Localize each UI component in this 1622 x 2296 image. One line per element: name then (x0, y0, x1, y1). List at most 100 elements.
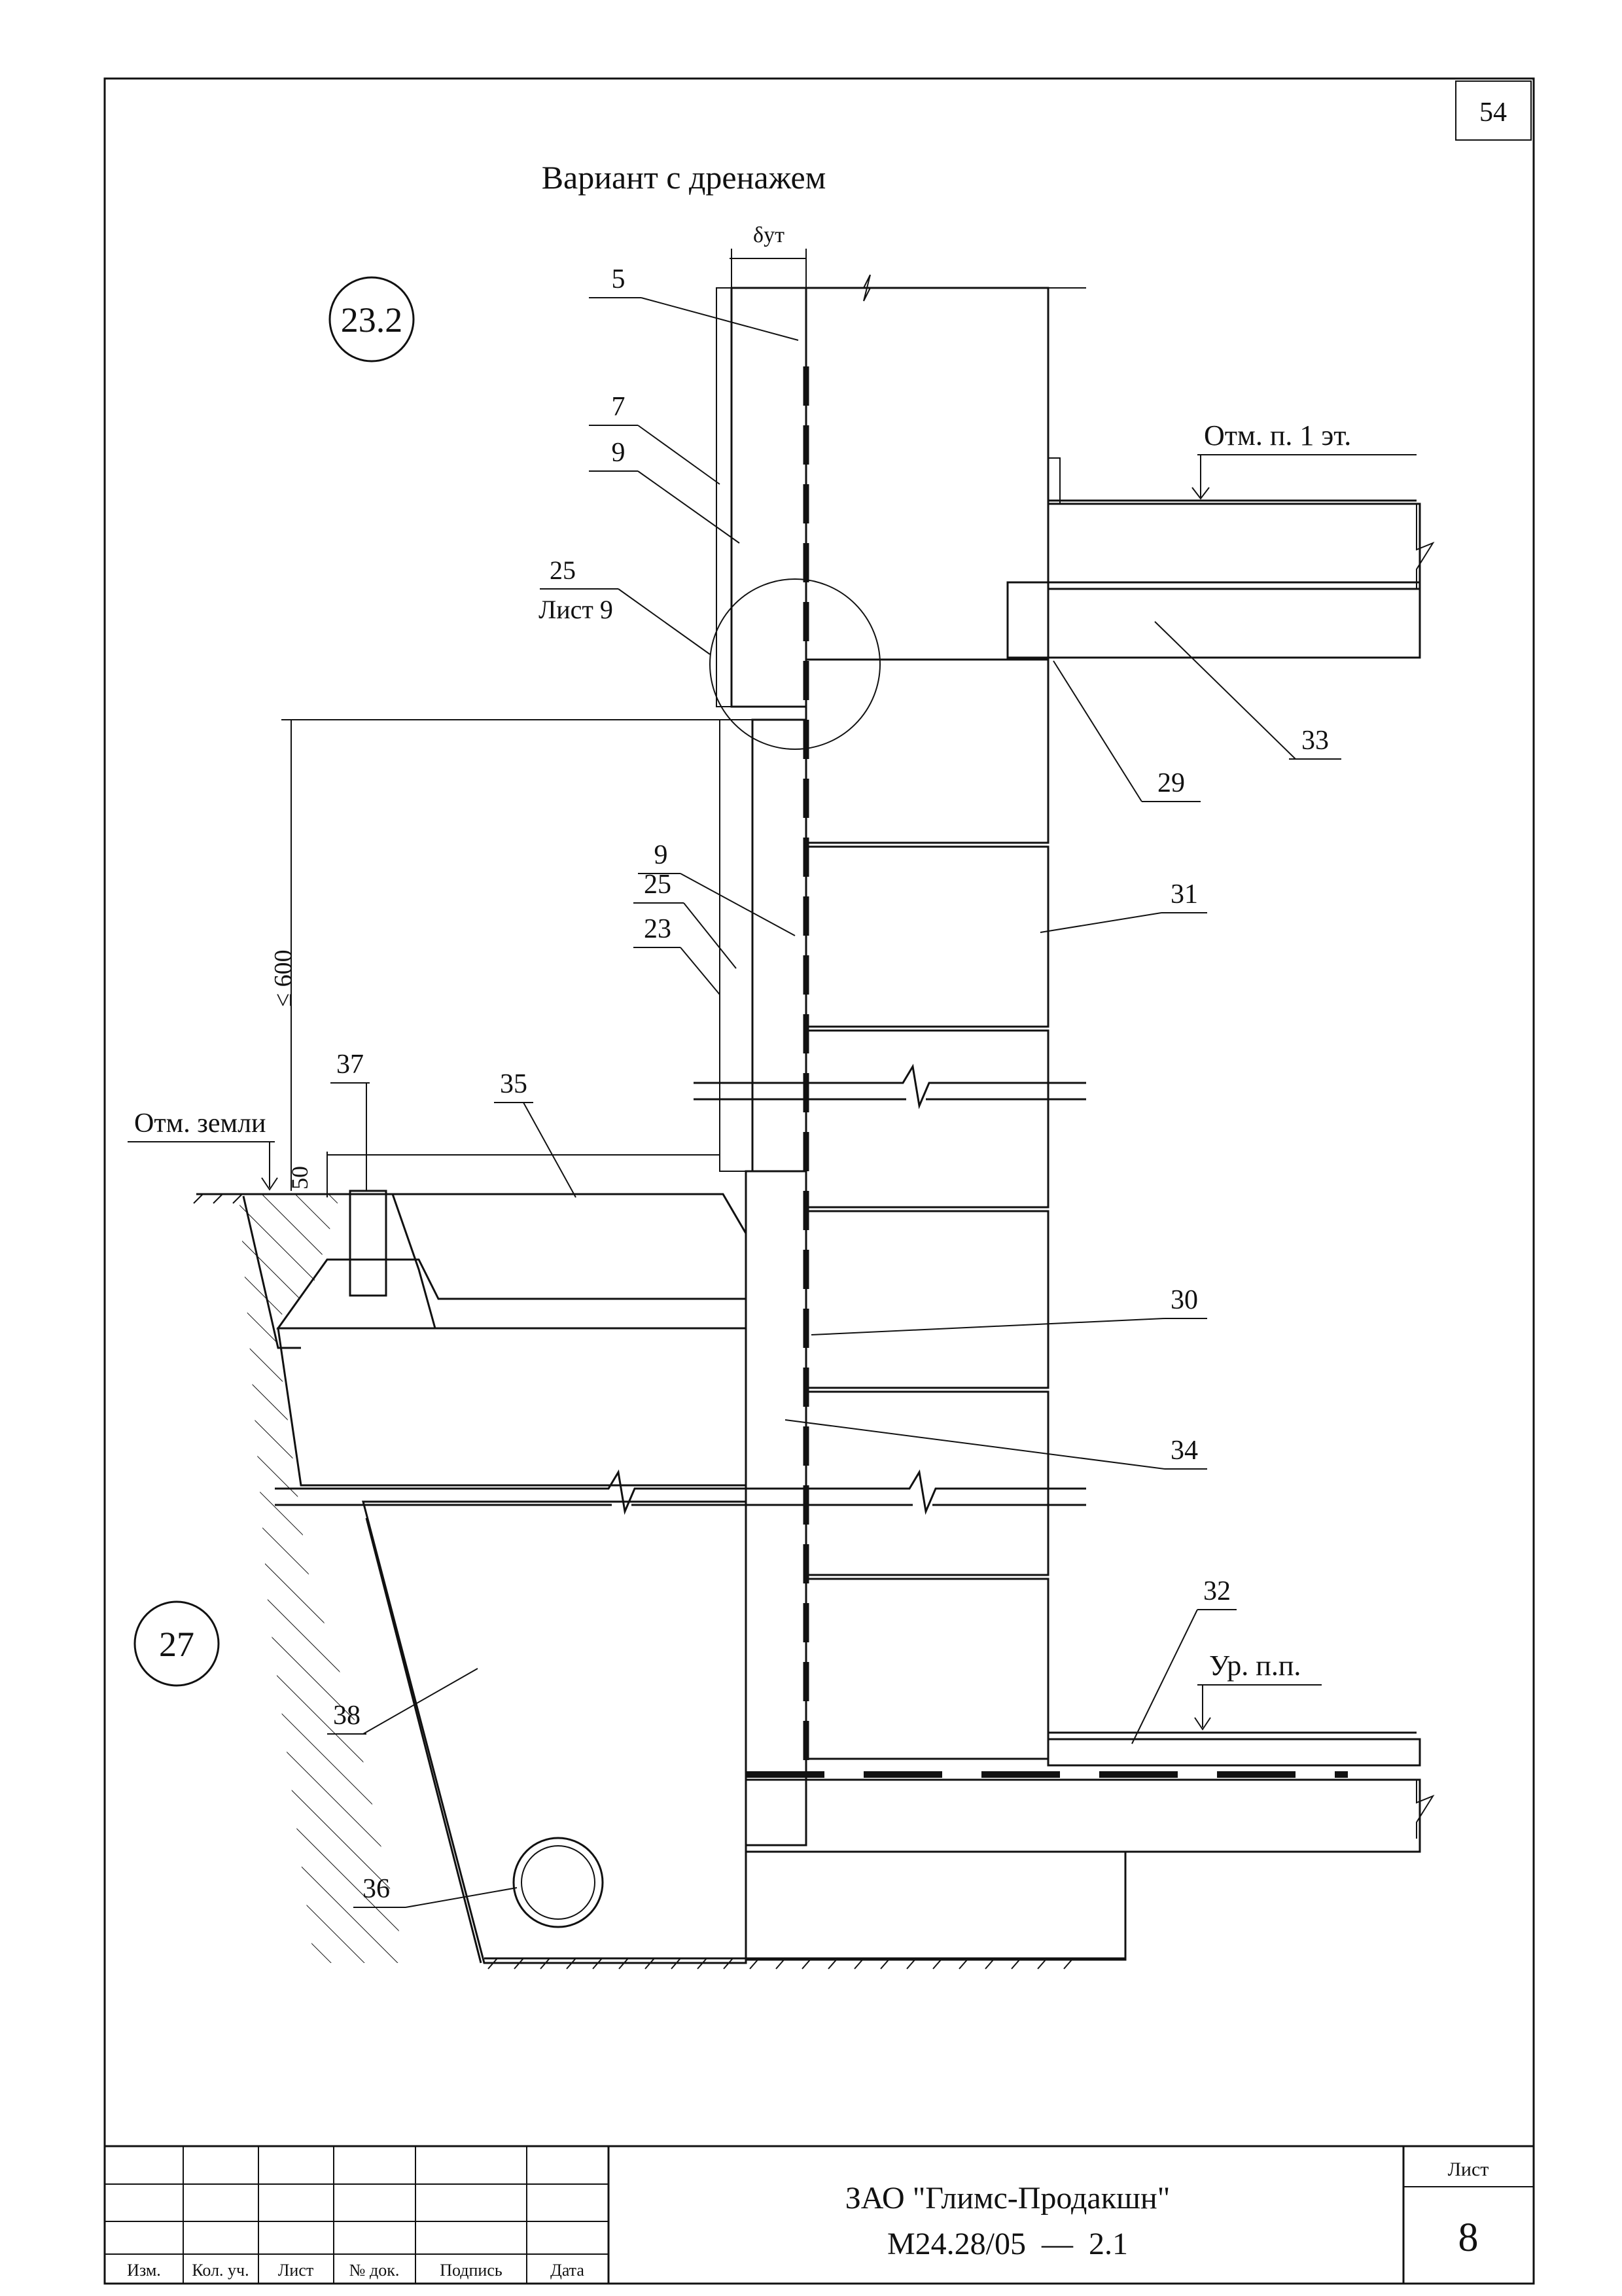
brick-protection-layer (745, 1170, 807, 1846)
leader-5: 5 (589, 264, 799, 341)
leader-9-upper: 9 (589, 438, 740, 544)
wall-break-mark (863, 274, 871, 302)
svg-text:30: 30 (1171, 1285, 1198, 1315)
title-block (105, 2145, 1534, 2284)
foundation-block-2 (805, 845, 1049, 1028)
svg-text:Отм. п. 1 эт.: Отм. п. 1 эт. (1204, 419, 1351, 451)
detail-ref-main: 23.2 (341, 300, 403, 340)
insulation-upper (730, 287, 807, 708)
dim-insulation-label: δут (753, 223, 785, 247)
soil-slope-hatch (239, 1194, 406, 1963)
svg-text:32: 32 (1203, 1576, 1231, 1606)
leader-31: 31 (1040, 879, 1207, 933)
leader-29: 29 (1053, 660, 1201, 802)
level-first-floor: Отм. п. 1 эт. (1191, 419, 1417, 500)
dim-50-label: 50 (287, 1166, 313, 1190)
excavation-edge (242, 1195, 301, 1349)
svg-text:Ур. п.п.: Ур. п.п. (1209, 1650, 1301, 1682)
plaster-upper (716, 287, 732, 707)
callout-detail-25: 25 Лист 9 (538, 556, 711, 655)
detail-ref-circle-lower (133, 1600, 220, 1687)
svg-text:5: 5 (612, 264, 626, 294)
foundation-block-5 (805, 1390, 1049, 1576)
sheet-frame (103, 77, 1535, 2285)
concrete-backfill-lower (362, 1500, 747, 1964)
curb-stone (349, 1190, 387, 1297)
insulation-lower (751, 718, 807, 1173)
leader-25: 25 (633, 870, 737, 969)
leader-30: 30 (811, 1285, 1207, 1335)
svg-text:9: 9 (612, 438, 626, 468)
leader-38: 38 (327, 1668, 478, 1735)
ground-line-ticks (193, 1193, 243, 1204)
tb-sheet-label: Лист (1448, 2159, 1489, 2180)
leader-9-lower: 9 (638, 840, 796, 936)
svg-text:7: 7 (612, 392, 626, 422)
excavation-lower-edge (365, 1517, 482, 1964)
svg-text:Лист 9: Лист 9 (538, 595, 613, 624)
foundation-block-6 (805, 1578, 1049, 1760)
foundation-block-1 (805, 658, 1049, 844)
tb-col-sign: Подпись (440, 2261, 502, 2280)
tb-code: М24.28/05 — 2.1 (887, 2227, 1128, 2261)
concrete-backfill-upper (277, 1327, 747, 1487)
svg-text:25: 25 (550, 556, 576, 585)
footing-slab (745, 1778, 1421, 1853)
svg-text:35: 35 (500, 1069, 527, 1099)
leader-32: 32 (1131, 1576, 1237, 1744)
svg-text:38: 38 (333, 1701, 361, 1731)
tb-col-doc: № док. (349, 2261, 400, 2280)
dim-600-label: ≤ 600 (270, 949, 297, 1006)
corner-number: 54 (1479, 97, 1507, 128)
plaster-lower (719, 719, 753, 1172)
floor-screed (1047, 1738, 1421, 1767)
drain-pipe-outer (512, 1837, 604, 1928)
svg-text:33: 33 (1301, 726, 1329, 756)
svg-text:25: 25 (644, 870, 671, 900)
drain-pipe-inner (521, 1845, 595, 1920)
svg-text:37: 37 (336, 1050, 364, 1080)
svg-text:31: 31 (1171, 879, 1198, 910)
break-line-lower (275, 1469, 1086, 1515)
level-floor: Ур. п.п. (1194, 1650, 1322, 1731)
svg-text:36: 36 (362, 1874, 390, 1904)
leader-33: 33 (1154, 621, 1341, 760)
tb-col-kol: Кол. уч. (192, 2261, 249, 2280)
leader-34: 34 (785, 1419, 1207, 1470)
slab-break-right (1416, 504, 1435, 589)
tb-col-date: Дата (550, 2261, 584, 2280)
svg-text:29: 29 (1157, 768, 1185, 798)
foundation-block-4 (805, 1210, 1049, 1389)
leader-7: 7 (589, 392, 720, 485)
break-line-upper (694, 1063, 1086, 1110)
leader-35: 35 (494, 1069, 576, 1198)
tb-col-list: Лист (278, 2261, 313, 2280)
tb-sheet-number: 8 (1458, 2216, 1479, 2260)
gravel-layer (340, 1193, 747, 1330)
upper-wall (805, 287, 1049, 661)
detail-ref-circle-main (328, 276, 415, 362)
first-floor-beam (1006, 581, 1421, 659)
svg-text:23: 23 (644, 914, 671, 944)
detail-callout-circle (709, 578, 881, 750)
svg-text:9: 9 (654, 840, 668, 870)
leader-36: 36 (353, 1874, 518, 1908)
corner-number-box (1455, 80, 1532, 141)
level-ground: Отм. земли (128, 1108, 278, 1191)
svg-text:34: 34 (1171, 1436, 1198, 1466)
wall-step (1048, 457, 1061, 504)
svg-text:Отм. земли: Отм. земли (134, 1108, 266, 1139)
foundation-block-3 (805, 1029, 1049, 1209)
drawing-title: Вариант с дренажем (542, 159, 826, 196)
detail-ref-lower: 27 (159, 1625, 194, 1664)
footing-break-right (1416, 1780, 1435, 1839)
leader-23: 23 (633, 914, 720, 995)
tb-company: ЗАО "Глимс-Продакшн" (845, 2181, 1171, 2216)
leader-37: 37 (330, 1050, 370, 1191)
blind-area-base (276, 1258, 747, 1330)
first-floor-slab (1047, 503, 1421, 590)
tb-col-izm: Изм. (127, 2261, 161, 2280)
footing-base (745, 1850, 1127, 1961)
